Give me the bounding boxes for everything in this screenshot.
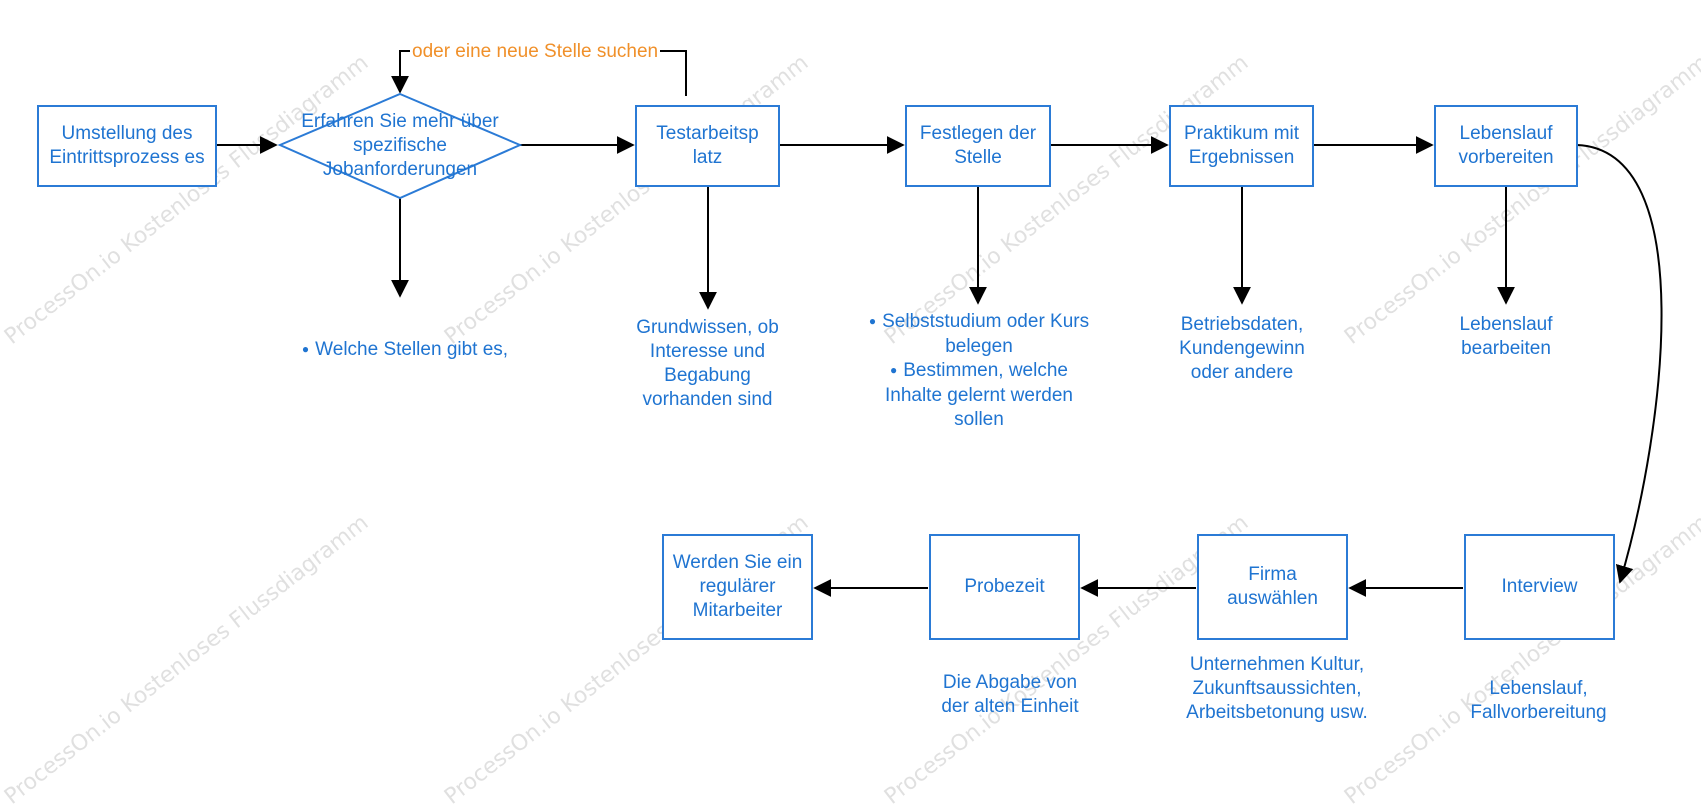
decision-diamond <box>277 92 523 200</box>
note-stellen: Welche Stellen gibt es, <box>270 338 540 363</box>
loop-label: oder eine neue Stelle suchen <box>410 40 661 64</box>
note-item: Welche Stellen gibt es, <box>270 338 540 363</box>
note-fallvorbereitung: Lebenslauf, Fallvorbereitung <box>1470 678 1607 723</box>
node-praktikum[interactable]: Praktikum mit Ergebnissen <box>1169 105 1314 187</box>
note-unternehmen: Unternehmen Kultur, Zukunftsaussichten, … <box>1186 654 1368 723</box>
note-grundwissen: Grundwissen, ob Interesse und Begabung v… <box>636 317 779 410</box>
node-probezeit[interactable]: Probezeit <box>929 534 1080 640</box>
node-firma[interactable]: Firma auswählen <box>1197 534 1348 640</box>
node-interview[interactable]: Interview <box>1464 534 1615 640</box>
note-abgabe: Die Abgabe von der alten Einheit <box>941 672 1079 717</box>
arrow-lebenslauf-interview <box>1576 144 1663 584</box>
node-regulaer[interactable]: Werden Sie ein regulärer Mitarbeiter <box>662 534 813 640</box>
node-testarbeitsplatz[interactable]: Testarbeitsp latz <box>635 105 780 187</box>
node-festlegen[interactable]: Festlegen der Stelle <box>905 105 1051 187</box>
note-item: Selbststudium oder Kurs belegen <box>868 310 1090 359</box>
node-umstellung[interactable]: Umstellung des Eintrittsprozess es <box>37 105 217 187</box>
node-lebenslauf-vorbereiten[interactable]: Lebenslauf vorbereiten <box>1434 105 1578 187</box>
note-selbststudium: Selbststudium oder Kurs belegen Bestimme… <box>868 310 1090 432</box>
note-item: Bestimmen, welche Inhalte gelernt werden… <box>868 359 1090 432</box>
note-lebenslauf-bearbeiten: Lebenslauf bearbeiten <box>1459 314 1553 359</box>
node-erfahren[interactable]: Erfahren Sie mehr über spezifische Joban… <box>301 111 499 180</box>
note-betriebsdaten: Betriebsdaten, Kundengewinn oder andere <box>1179 314 1305 383</box>
